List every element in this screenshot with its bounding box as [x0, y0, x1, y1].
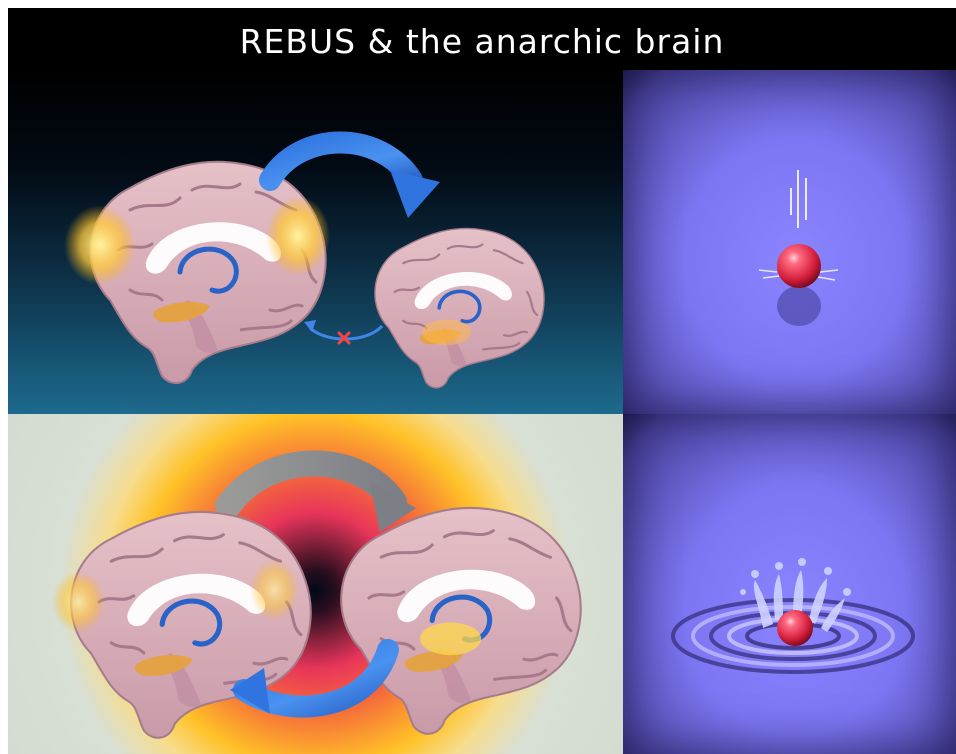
brain-icon — [375, 228, 544, 387]
panel-bottom-left — [8, 414, 623, 754]
ball-icon — [777, 610, 813, 646]
brain-icon — [341, 508, 580, 734]
brain-icon — [64, 162, 330, 383]
splash-icon — [740, 558, 851, 632]
impact-lines-icon — [759, 270, 838, 280]
ripple-icon — [673, 600, 913, 672]
motion-lines-icon — [791, 170, 806, 228]
arrow-icon — [228, 463, 416, 532]
ball-icon — [777, 244, 821, 288]
panel-top-right — [623, 70, 956, 414]
panel-bottom-right — [623, 414, 956, 754]
figure-title: REBUS & the anarchic brain — [8, 22, 956, 61]
inhibit-arrow-icon — [304, 320, 382, 343]
figure-frame: REBUS & the anarchic brain — [8, 8, 956, 754]
panel-top-left — [8, 70, 623, 414]
